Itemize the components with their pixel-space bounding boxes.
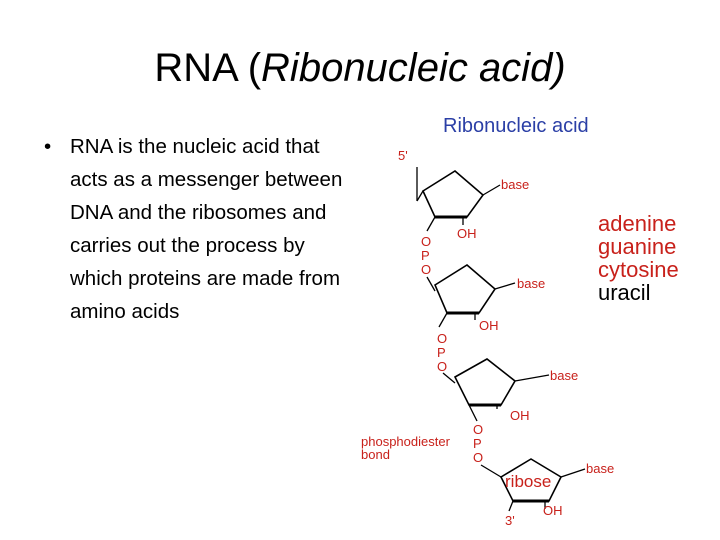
ribose-ring-4: ribose base OH <box>499 458 614 518</box>
base-name-uracil: uracil <box>598 280 651 305</box>
rna-structure-figure: Ribonucleic acid 5' base OH O P O base <box>355 105 720 540</box>
phosphate-2-o-bottom: O <box>437 359 447 374</box>
ribose-label: ribose <box>505 472 551 491</box>
phosphate-group-2: O P O <box>437 331 447 374</box>
phosphate-1-o-top: O <box>421 234 431 249</box>
ribose-ring-2: base OH <box>433 264 545 333</box>
ring-4-outline <box>499 458 563 502</box>
bullet-item: • RNA is the nucleic acid that acts as a… <box>40 130 350 328</box>
ring-2-down-bond <box>438 312 448 328</box>
base-name-cytosine: cytosine <box>598 257 679 282</box>
phosphate-1-p: P <box>421 248 430 263</box>
ring-3-down-bond <box>468 404 478 422</box>
base-name-adenine: adenine <box>598 211 676 236</box>
phosphate-3-o-top: O <box>473 422 483 437</box>
phosphate-1-o-bottom: O <box>421 262 431 277</box>
ribose-ring-1: base OH <box>421 170 529 241</box>
ring-1-outline <box>421 170 485 218</box>
slide-title-italic: Ribonucleic acid) <box>261 46 566 90</box>
base-name-list: adenine guanine cytosine uracil <box>598 211 679 305</box>
ring-4-down-bond <box>508 500 514 512</box>
ring-1-base-bond <box>482 184 501 196</box>
ring-3-outline <box>453 358 517 406</box>
oh-label-1: OH <box>457 226 477 241</box>
link-1-2 <box>426 276 436 292</box>
base-label-1: base <box>501 177 529 192</box>
three-prime-label: 3' <box>505 513 515 528</box>
phosphate-3-o-bottom: O <box>473 450 483 465</box>
ring-3-base-bond <box>514 374 550 382</box>
link-2-3 <box>442 372 456 384</box>
ring-2-outline <box>433 264 497 314</box>
bond-segment <box>416 190 424 202</box>
five-prime-label: 5' <box>398 148 408 163</box>
slide-title: RNA (Ribonucleic acid) <box>0 44 720 92</box>
bullet-list: • RNA is the nucleic acid that acts as a… <box>40 130 350 328</box>
base-label-4: base <box>586 461 614 476</box>
ring-4-base-bond <box>560 468 586 478</box>
ring-2-base-bond <box>494 282 516 290</box>
phosphate-2-p: P <box>437 345 446 360</box>
figure-title: Ribonucleic acid <box>443 115 589 137</box>
phosphodiester-label-line1: phosphodiester <box>361 434 451 449</box>
link-3-4 <box>480 464 502 478</box>
oh-label-4: OH <box>543 503 563 518</box>
phosphate-group-3: O P O <box>473 422 483 465</box>
oh-label-3: OH <box>510 408 530 423</box>
bullet-dot-icon: • <box>44 135 52 158</box>
base-name-guanine: guanine <box>598 234 676 259</box>
phosphate-2-o-top: O <box>437 331 447 346</box>
base-label-3: base <box>550 368 578 383</box>
oh-label-2: OH <box>479 318 499 333</box>
phosphate-3-p: P <box>473 436 482 451</box>
rna-diagram: Ribonucleic acid 5' base OH O P O base <box>361 115 679 528</box>
phosphodiester-label-line2: bond <box>361 447 390 462</box>
bullet-text: RNA is the nucleic acid that acts as a m… <box>70 135 343 323</box>
ring-1-down-bond <box>426 216 436 232</box>
ribose-ring-3: base OH <box>453 358 578 423</box>
base-label-2: base <box>517 276 545 291</box>
slide-title-plain: RNA ( <box>154 46 262 90</box>
phosphate-group-1: O P O <box>421 234 431 277</box>
